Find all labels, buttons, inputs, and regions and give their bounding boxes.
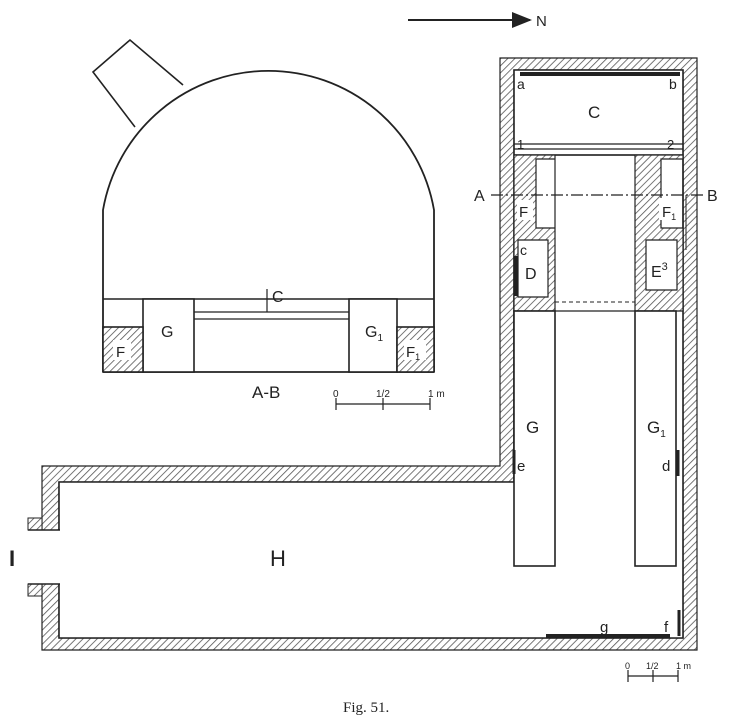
north-label: N — [536, 13, 547, 30]
plan-label-E: E3 — [651, 261, 668, 281]
plan-label-d: d — [662, 458, 670, 475]
plan-label-b: b — [669, 76, 677, 92]
section-label-g1: G1 — [365, 324, 383, 344]
section-drawing: C G G1 F F1 A-B — [91, 38, 435, 402]
figure-caption: Fig. 51. — [343, 700, 389, 716]
section-label-g: G — [161, 324, 173, 341]
plan-label-H: H — [270, 546, 286, 571]
plan-drawing: a b C 1 2 A B F F1 c D E3 G G1 e d H I g… — [9, 57, 718, 651]
chimney — [91, 38, 184, 128]
svg-text:0: 0 — [625, 661, 630, 671]
dome — [102, 69, 435, 372]
plan-label-c-room: C — [588, 103, 600, 122]
plan-label-c-small: c — [520, 242, 527, 258]
plan-label-2: 2 — [667, 137, 674, 152]
plan-label-G1: G1 — [647, 418, 666, 440]
plan-scale-bar: 0 1/2 1 m — [625, 661, 691, 682]
svg-text:1 m: 1 m — [428, 389, 445, 400]
north-arrow: N — [408, 12, 547, 30]
plan-label-g: g — [600, 619, 608, 636]
section-label-f: F — [116, 344, 125, 361]
channel-g — [513, 310, 556, 567]
plan-label-f: f — [664, 619, 669, 636]
plan-label-F1: F1 — [662, 204, 676, 222]
flue-opening-i — [27, 517, 60, 597]
plan-label-1: 1 — [517, 137, 524, 152]
section-label-c: C — [272, 289, 284, 306]
svg-text:1 m: 1 m — [676, 661, 691, 671]
plan-label-B: B — [707, 188, 718, 205]
svg-text:1/2: 1/2 — [376, 389, 390, 400]
plan-label-D: D — [525, 266, 537, 283]
section-label-f1: F1 — [406, 344, 420, 362]
plan-label-F: F — [519, 204, 528, 221]
channel-g1 — [634, 310, 677, 567]
plan-label-I: I — [9, 546, 15, 571]
svg-text:1/2: 1/2 — [646, 661, 659, 671]
plan-label-e: e — [517, 458, 525, 475]
section-title: A-B — [252, 383, 280, 402]
plan-label-A: A — [474, 188, 485, 205]
section-scale-bar: 0 1/2 1 m — [333, 389, 445, 410]
plan-label-a: a — [517, 76, 525, 92]
plan-label-G: G — [526, 418, 539, 437]
svg-text:0: 0 — [333, 389, 339, 400]
